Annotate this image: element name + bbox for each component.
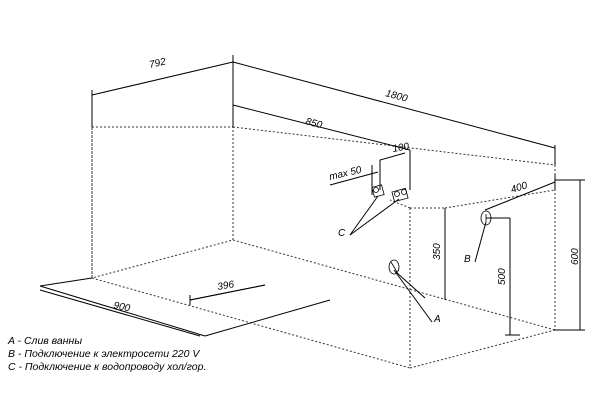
dimension-500-label: 500	[497, 268, 508, 285]
water-connection-fittings	[371, 184, 409, 203]
marker-B: B	[464, 254, 471, 265]
dimension-900-label: 900	[112, 300, 131, 314]
leader-A: A	[393, 269, 441, 325]
legend-item-b: B - Подключение к электросети 220 V	[8, 348, 200, 360]
dimension-400: 400	[484, 175, 556, 211]
back-wall	[91, 126, 556, 331]
dimension-850: 850	[232, 104, 411, 190]
dimension-400-label: 400	[510, 180, 530, 196]
leader-C: C	[338, 195, 400, 239]
dimension-100-label: 100	[392, 141, 411, 155]
marker-C: C	[338, 228, 346, 239]
dimension-600: 600	[555, 179, 585, 331]
leader-B: B	[464, 221, 487, 265]
dimension-396-label: 396	[217, 279, 236, 293]
marker-A: A	[433, 314, 441, 325]
dimension-1800-label: 1800	[384, 88, 409, 104]
dimension-max50-label: max 50	[328, 165, 363, 183]
legend: A - Слив ванны B - Подключение к электро…	[8, 335, 328, 374]
legend-item-a: A - Слив ванны	[8, 335, 83, 347]
dimension-max50: max 50	[328, 165, 379, 195]
legend-item-c: C - Подключение к водопроводу хол/гор.	[8, 361, 207, 373]
dimension-350-label: 350	[432, 243, 443, 260]
dimension-792-label: 792	[148, 56, 167, 71]
dimension-792: 792	[91, 55, 234, 127]
dimension-100: 100	[379, 141, 411, 190]
dimension-350: 350	[432, 208, 446, 300]
floor-outline	[39, 277, 331, 337]
dimension-396: 396	[189, 279, 266, 305]
dimension-850-label: 850	[304, 116, 323, 131]
dimension-600-label: 600	[570, 248, 581, 265]
dimension-900: 900	[39, 289, 201, 337]
drain	[388, 259, 400, 275]
dimension-500: 500	[486, 217, 520, 336]
